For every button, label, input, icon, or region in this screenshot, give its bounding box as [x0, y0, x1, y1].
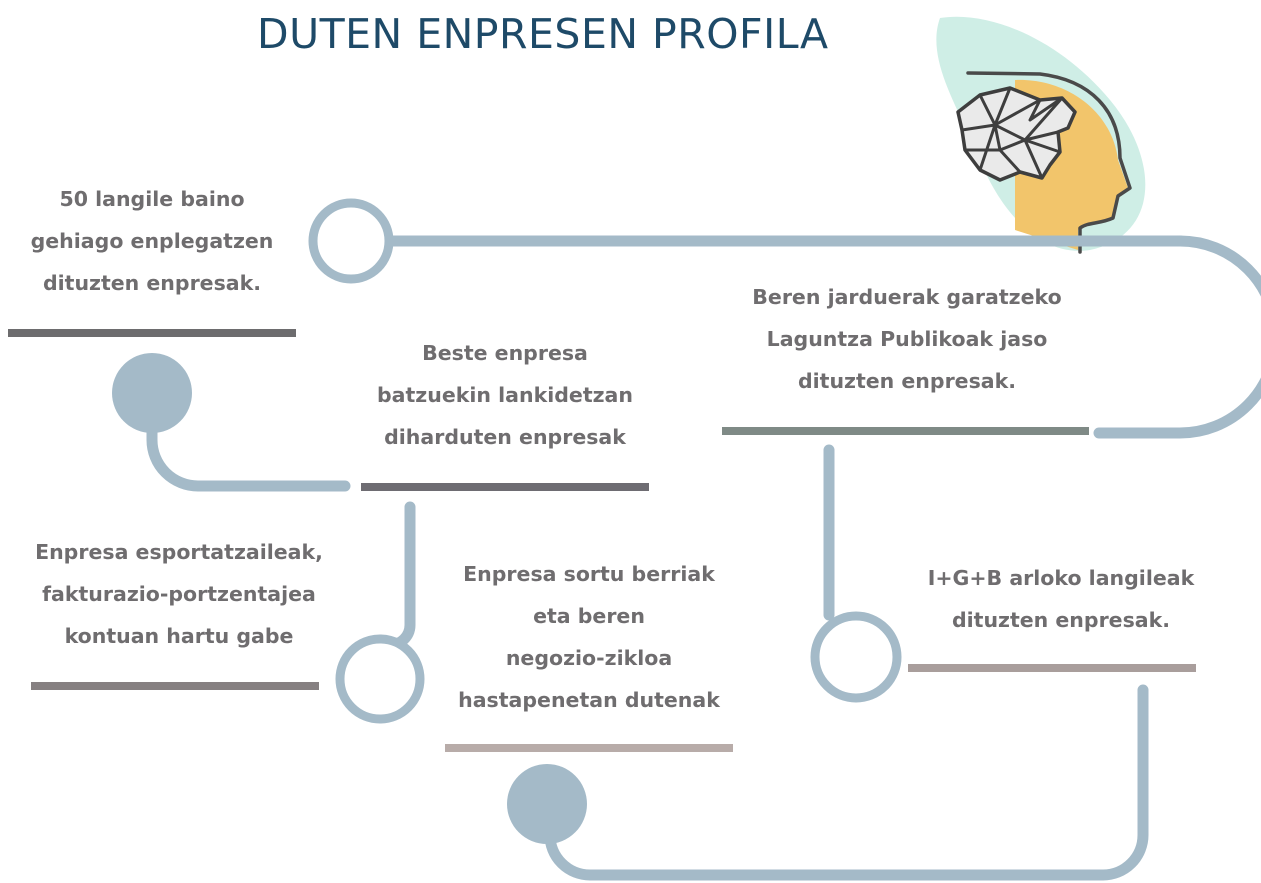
step-3-line-2: batzuekin lankidetzan — [377, 383, 633, 407]
step-6-line-2: dituzten enpresak. — [951, 608, 1171, 632]
step-6-label: I+G+B arloko langileak dituzten enpresak… — [888, 557, 1234, 641]
step-6-line-1: I+G+B arloko langileak — [927, 566, 1195, 590]
timeline-node-1 — [308, 198, 394, 284]
step-1-line-3: dituzten enpresak. — [42, 271, 262, 295]
timeline-node-3 — [810, 611, 902, 703]
step-1-line-2: gehiago enplegatzen — [30, 229, 274, 253]
step-4-line-1: Enpresa esportatzaileak, — [35, 540, 323, 564]
step-2-line-3: dituzten enpresak. — [797, 369, 1017, 393]
step-1-label: 50 langile baino gehiago enplegatzen dit… — [0, 178, 304, 304]
step-5-label: Enpresa sortu berriak eta beren negozio-… — [426, 553, 752, 721]
timeline-track — [146, 235, 1261, 881]
step-5-line-3: negozio-zikloa — [505, 646, 673, 670]
head-network-icon — [936, 16, 1146, 254]
step-5-line-1: Enpresa sortu berriak — [463, 562, 715, 586]
step-3-line-3: diharduten enpresak — [384, 425, 626, 449]
step-2-line-2: Laguntza Publikoak jaso — [766, 327, 1048, 351]
step-5-line-2: eta beren — [533, 604, 645, 628]
step-5-line-4: hastapenetan dutenak — [458, 688, 720, 712]
timeline-node-4 — [335, 634, 425, 724]
step-3-label: Beste enpresa batzuekin lankidetzan diha… — [345, 332, 665, 458]
step-4-line-2: fakturazio-portzentajea — [42, 582, 316, 606]
step-2-line-1: Beren jarduerak garatzeko — [752, 285, 1062, 309]
step-4-label: Enpresa esportatzaileak, fakturazio-port… — [8, 531, 350, 657]
step-1-line-1: 50 langile baino — [59, 187, 245, 211]
timeline-node-5 — [507, 764, 587, 844]
page-title: DUTEN ENPRESEN PROFILA — [257, 10, 829, 58]
timeline-node-2 — [112, 353, 192, 433]
step-4-line-3: kontuan hartu gabe — [64, 624, 294, 648]
step-3-line-1: Beste enpresa — [422, 341, 588, 365]
step-2-label: Beren jarduerak garatzeko Laguntza Publi… — [727, 276, 1087, 402]
